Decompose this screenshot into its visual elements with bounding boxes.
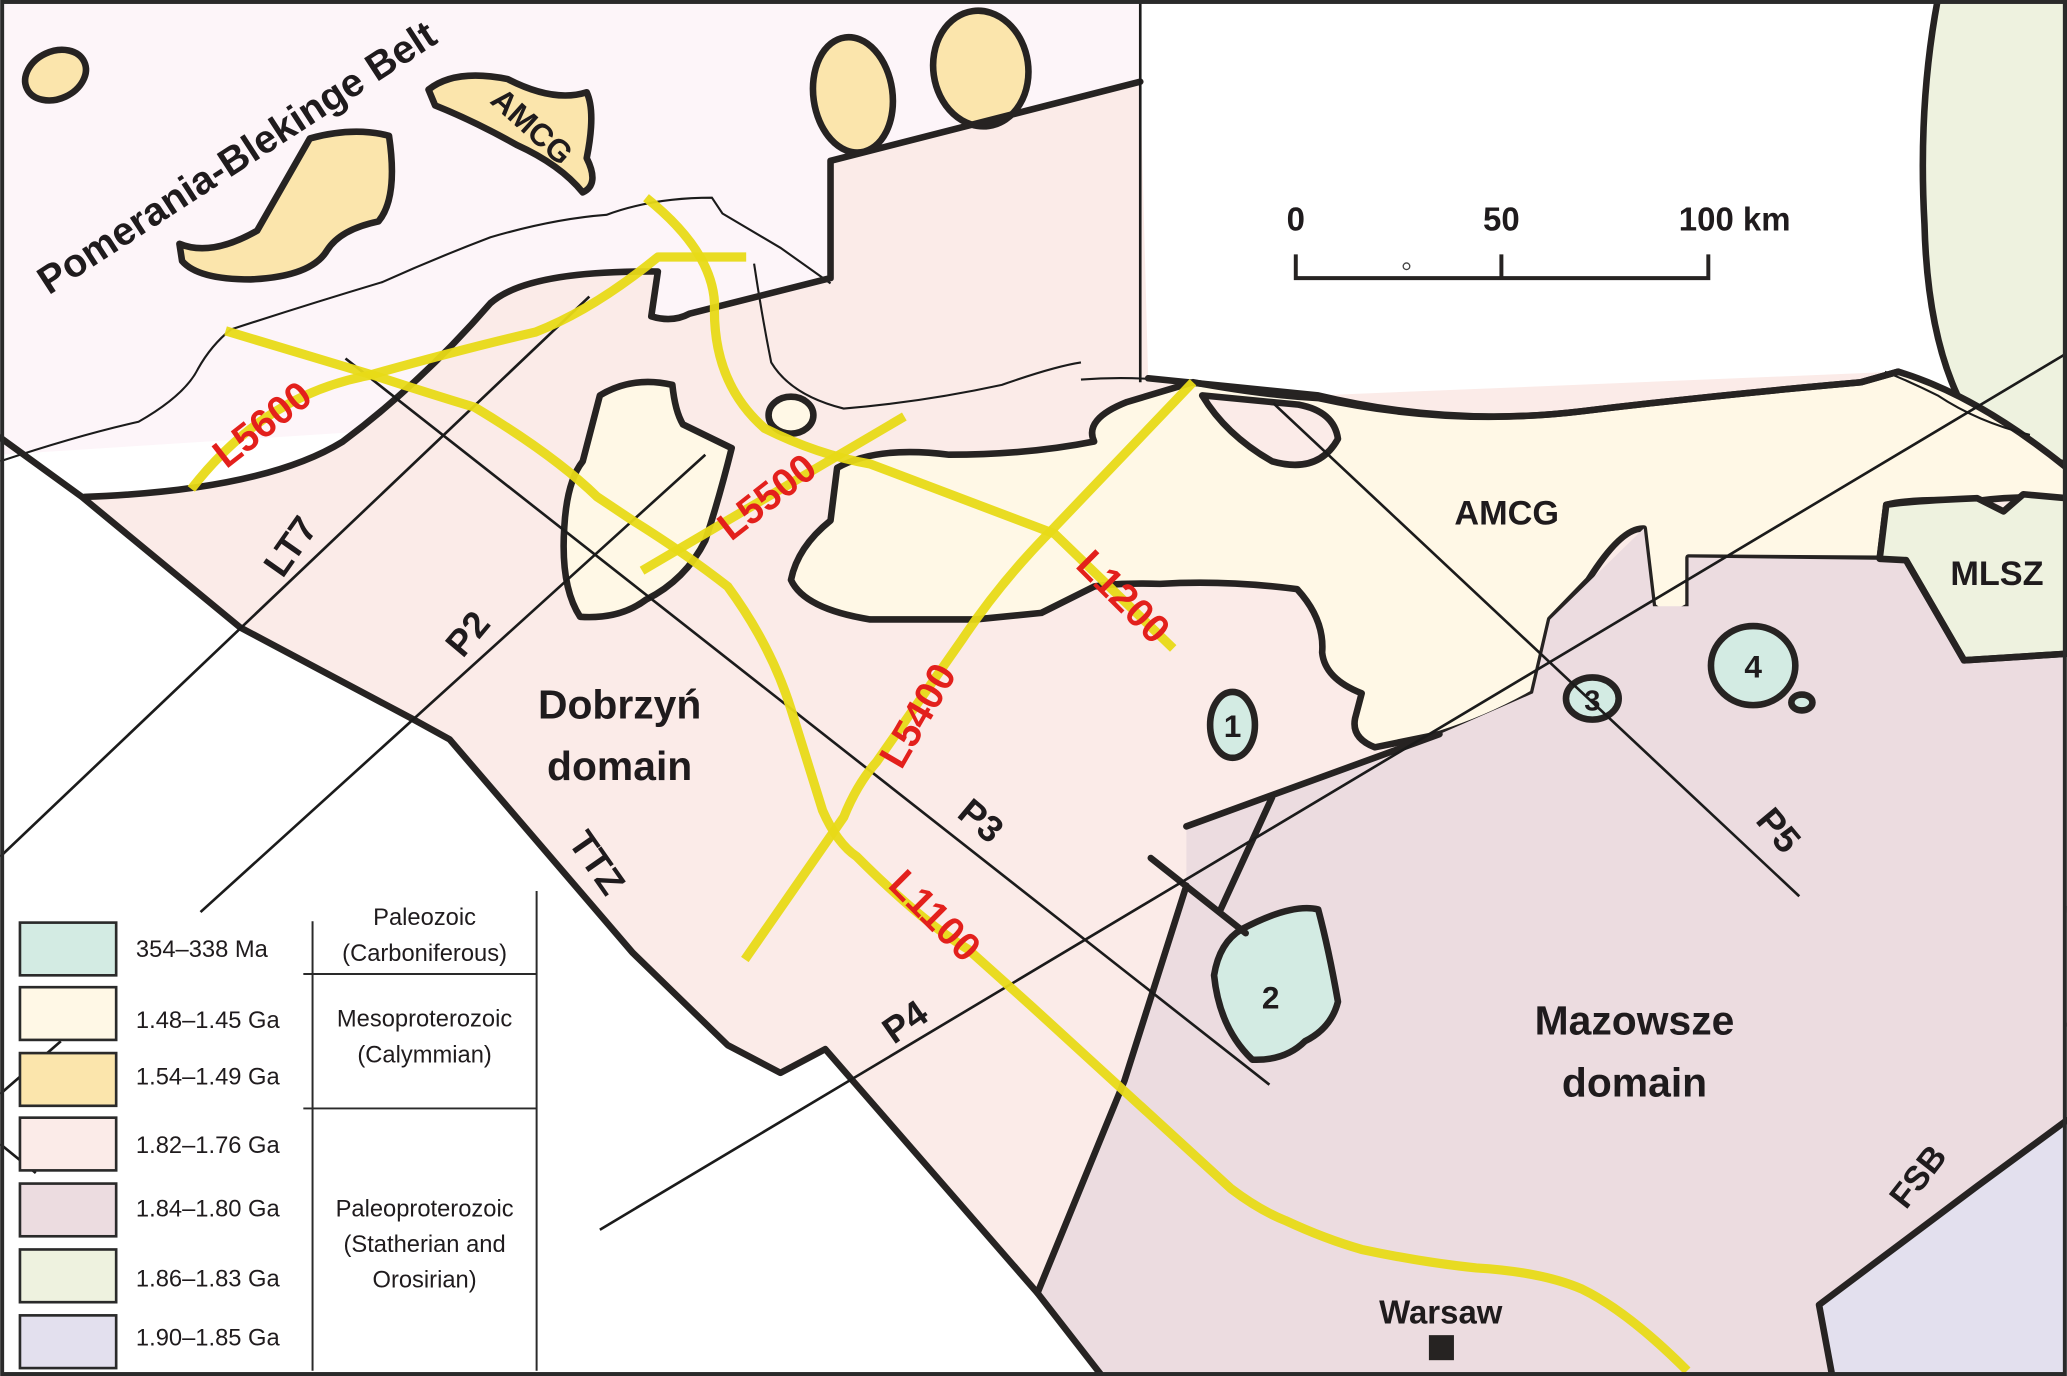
legend: 354–338 Ma 1.48–1.45 Ga 1.54–1.49 Ga 1.8…	[18, 890, 538, 1371]
legend-label: 1.48–1.45 Ga	[136, 1008, 281, 1034]
profile-p2-line	[199, 453, 707, 914]
legend-label: 1.82–1.76 Ga	[136, 1133, 281, 1159]
legend-swatch-190-185-ga	[18, 1314, 118, 1370]
legend-label: 1.90–1.85 Ga	[136, 1326, 281, 1352]
intrusion-label-2: 2	[1262, 979, 1280, 1015]
fsb-region	[1819, 1120, 2067, 1376]
legend-label: 1.86–1.83 Ga	[136, 1266, 281, 1292]
legend-swatch-154-149-ga	[18, 1051, 118, 1108]
legend-swatch-186-183-ga	[18, 1248, 118, 1304]
intrusion-3	[1562, 674, 1622, 723]
legend-swatch-354-338-ma	[18, 921, 118, 977]
intrusion-4-satellite	[1788, 691, 1816, 714]
profile-lt7-line	[0, 295, 591, 858]
profile-p3-line	[344, 357, 1271, 1086]
legend-period: Paleozoic	[373, 905, 476, 931]
legend-swatch-148-145-ga	[18, 985, 118, 1042]
calymmian-blob	[929, 7, 1032, 130]
intrusion-4	[1707, 622, 1799, 709]
intrusion-label-3: 3	[1584, 685, 1600, 717]
pink-inlier	[1198, 392, 1342, 469]
warsaw-city-marker	[1428, 1335, 1454, 1361]
seismic-line-l1100	[224, 326, 1691, 1374]
coastline	[0, 196, 832, 463]
legend-period-table-lines	[303, 890, 538, 1371]
seismic-line-l1200	[643, 194, 1177, 652]
legend-swatch-184-180-ga	[18, 1182, 118, 1238]
legend-period: Mesoproterozoic	[337, 1007, 512, 1033]
coast-boundary	[1144, 368, 1902, 420]
warsaw-label: Warsaw	[1379, 1293, 1503, 1330]
seismic-line-l5500	[639, 412, 907, 575]
mazowsze-boundary	[1034, 556, 2067, 1376]
dobrzyn-domain-label: Dobrzyń	[538, 681, 701, 727]
domain-boundary	[81, 78, 1144, 501]
intrusion-2	[1210, 904, 1342, 1063]
intrusion-label-4: 4	[1744, 648, 1762, 684]
scale-tick-100: 100 km	[1679, 201, 1791, 238]
dobrzyn-domain-label: domain	[547, 743, 692, 789]
scale-tick-50: 50	[1483, 201, 1520, 238]
ttz-boundary	[0, 434, 1106, 1376]
scale-tick-0: 0	[1287, 201, 1305, 238]
legend-swatch-182-176-ga	[18, 1116, 118, 1172]
legend-period: (Calymmian)	[357, 1042, 491, 1068]
coastline	[753, 263, 1082, 410]
amcg-north-blob	[425, 72, 596, 196]
scale-bar-dot	[1402, 262, 1411, 271]
legend-period: (Statherian and	[343, 1232, 505, 1258]
mazowsze-domain-label: Mazowsze	[1535, 998, 1735, 1044]
seismic-line-l5400	[741, 379, 1197, 963]
scale-bar-line	[1293, 254, 1711, 281]
legend-label: 354–338 Ma	[136, 937, 269, 963]
mazowsze-domain-region	[1037, 528, 2067, 1376]
amcg-east-label: AMCG	[1454, 495, 1559, 533]
amcg-small-blob	[765, 393, 817, 437]
profile-p4-line	[599, 352, 2067, 1231]
mazowsze-domain-label: domain	[1562, 1060, 1707, 1106]
intrusion-1	[1206, 688, 1259, 762]
legend-period: Orosirian)	[373, 1268, 477, 1294]
intrusion-label-1: 1	[1224, 708, 1242, 744]
profile-p5-line	[1272, 402, 1801, 898]
legend-label: 1.54–1.49 Ga	[136, 1065, 281, 1091]
legend-period: Paleoproterozoic	[336, 1197, 514, 1223]
calymmian-blob	[21, 46, 90, 104]
mlsz-label: MLSZ	[1950, 555, 2043, 593]
legend-label: 1.84–1.80 Ga	[136, 1197, 281, 1223]
legend-period: (Carboniferous)	[342, 941, 507, 967]
seismic-line-l5600	[187, 252, 747, 492]
scale-bar: 0 50 100 km	[1287, 201, 1791, 281]
calymmian-blob	[176, 128, 396, 283]
